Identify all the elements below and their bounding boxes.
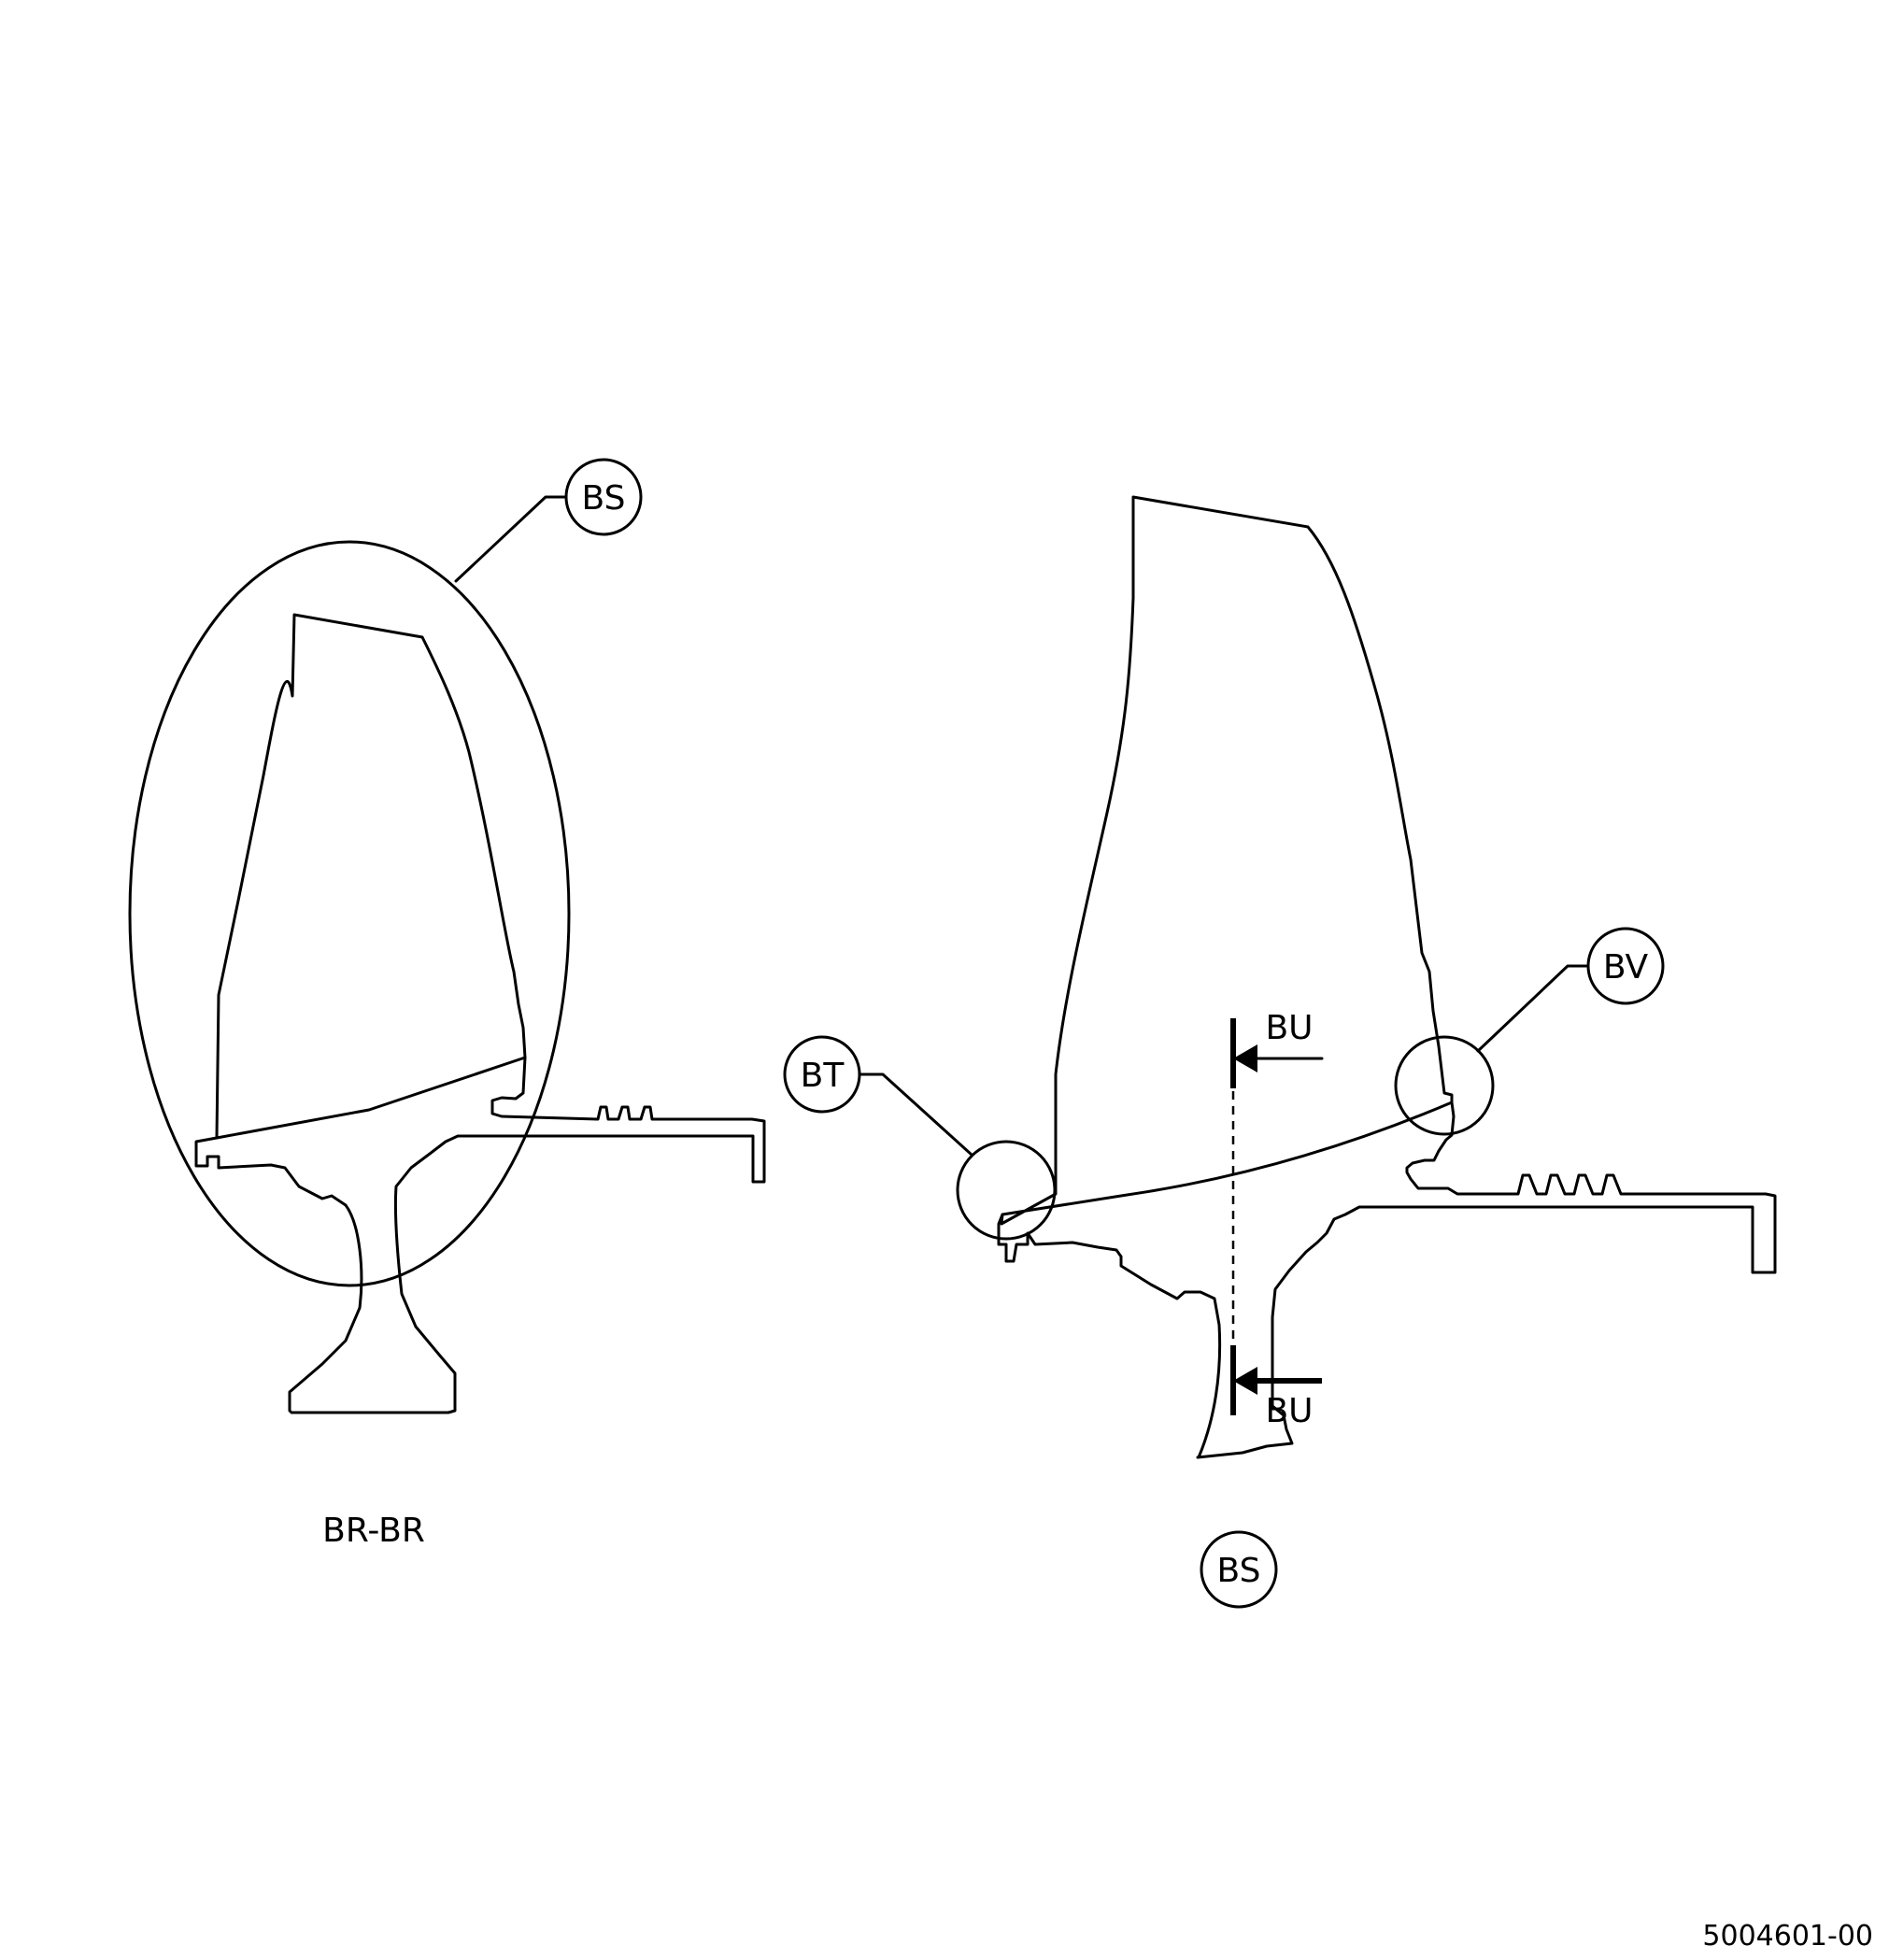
leader-bs [454,495,570,583]
section-arrow-bottom-head [1233,1367,1257,1395]
detail-title-bubble-bs [1200,1530,1278,1609]
left-platform-and-root [194,1056,766,1414]
view-caption: BR-BR [322,1512,425,1550]
detail-view-bs: BT BV BU BU BS [783,495,1777,1609]
detail-circle-bt [956,1140,1057,1241]
callout-label-bt: BT [801,1057,845,1095]
section-view-br-br: BS BR-BR [128,458,766,1550]
leader-bv [1476,964,1592,1053]
callout-bubble-bs [564,458,643,536]
right-blade-outline [1000,495,1454,1226]
section-label-bu-bottom: BU [1265,1392,1313,1430]
detail-ellipse-bs [128,540,571,1287]
section-label-bu-top: BU [1265,1009,1313,1047]
callout-label-bv: BV [1603,948,1649,987]
left-blade-outline [215,613,527,1140]
detail-circle-bv [1394,1035,1495,1136]
detail-title-label-bs: BS [1217,1552,1261,1590]
callout-bubble-bv [1586,927,1665,1005]
callout-label-bs: BS [582,479,626,518]
right-platform-and-root [997,1101,1777,1459]
document-number: 5004601-00 [1702,1920,1873,1953]
callout-bubble-bt [783,1035,861,1114]
section-arrow-top-head [1233,1044,1257,1072]
leader-bt [856,1072,973,1157]
